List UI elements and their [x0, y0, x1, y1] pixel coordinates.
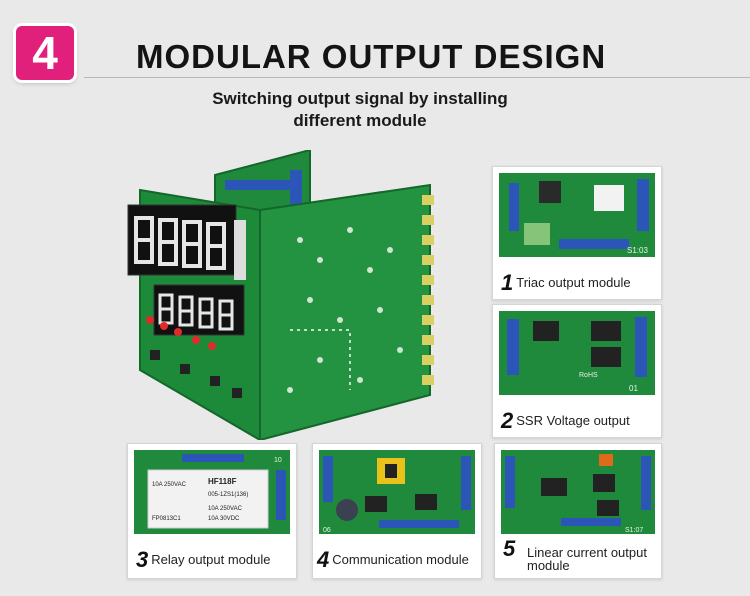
module-label-3: Relay output module	[151, 552, 271, 567]
triac-module-image: S1:03	[499, 173, 655, 257]
title-divider	[84, 77, 750, 78]
module-number-1: 1	[501, 270, 514, 295]
subtitle-line-1: Switching output signal by installing	[212, 89, 508, 108]
controller-board-assembly-image	[127, 150, 434, 440]
module-number-2: 2	[501, 408, 514, 433]
relay-spec-3: 10A 250VAC	[208, 506, 243, 512]
page-title: MODULAR OUTPUT DESIGN	[136, 38, 607, 75]
relay-module-image: HF118F 10A 250VAC 005-1ZS1(136) 10A 250V…	[134, 450, 290, 534]
module-label-2: SSR Voltage output	[516, 413, 630, 428]
module-label-5: Linear current output module	[527, 545, 647, 573]
comm-board-code: 06	[323, 527, 331, 534]
step-badge: 4	[16, 26, 74, 80]
module-card-relay: HF118F 10A 250VAC 005-1ZS1(136) 10A 250V…	[127, 443, 297, 579]
linear-board-code: S1:07	[625, 527, 643, 534]
linear-current-module-image: S1:07	[501, 450, 655, 534]
module-number-5: 5	[503, 536, 516, 561]
ssr-module-image: RoHS 01	[499, 311, 655, 395]
module-number-4: 4	[317, 547, 330, 572]
module-label-1: Triac output module	[516, 275, 631, 290]
module-label-4: Communication module	[332, 552, 469, 567]
subtitle-line-2: different module	[293, 111, 427, 130]
relay-spec-4: 10A 30VDC	[208, 516, 240, 522]
module-caption-5: 5 Linear current output module	[503, 538, 655, 573]
relay-board-code: 10	[274, 457, 282, 464]
relay-spec-2: 005-1ZS1(136)	[208, 492, 248, 498]
communication-module-image: 06	[319, 450, 475, 534]
page-subtitle: Switching output signal by installing di…	[160, 88, 560, 132]
relay-brand: HF118F	[208, 477, 237, 486]
module-card-linear-current: S1:07 5 Linear current output module	[494, 443, 662, 579]
module-number-3: 3	[136, 547, 149, 572]
triac-board-code: S1:03	[627, 246, 648, 255]
ssr-rohs-mark: RoHS	[579, 372, 598, 379]
relay-spec-1: 10A 250VAC	[152, 482, 187, 488]
relay-batch: FP0813C1	[152, 516, 181, 522]
ssr-board-code: 01	[629, 384, 638, 393]
